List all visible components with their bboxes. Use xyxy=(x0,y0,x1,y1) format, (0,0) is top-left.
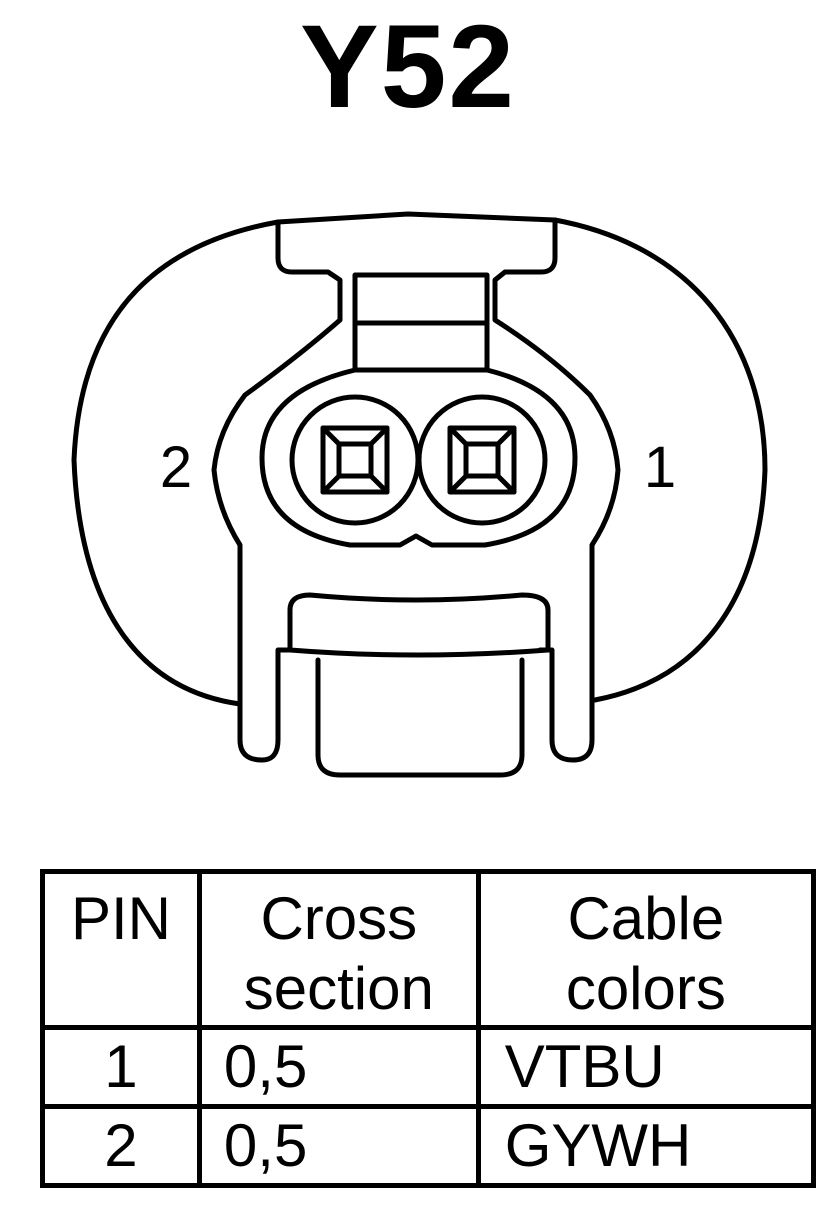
pin-cavity-1 xyxy=(416,394,548,526)
header-cable-colors: Cable colors xyxy=(475,869,816,1030)
latch-tab xyxy=(211,219,343,763)
pin-label-right: 1 xyxy=(644,435,676,500)
pin-assignment-table: PIN Cross section Cable colors 1 0,5 VTB… xyxy=(40,869,816,1188)
lower-key xyxy=(287,592,551,658)
cavity-outer xyxy=(259,367,578,548)
pin-label-left: 2 xyxy=(160,435,192,500)
table-row: 2 0,5 GYWH xyxy=(40,1104,816,1188)
connector-face-diagram: 2 1 xyxy=(71,211,768,778)
housing-outline xyxy=(71,211,768,707)
pin-cavity-2 xyxy=(289,394,421,526)
cell-cable-color: VTBU xyxy=(475,1025,816,1109)
cell-cable-color: GYWH xyxy=(475,1104,816,1188)
cell-cross-section: 0,5 xyxy=(196,1025,481,1109)
header-cross-section: Cross section xyxy=(196,869,481,1030)
table-row: 1 0,5 VTBU xyxy=(40,1025,816,1109)
connector-title: Y52 xyxy=(300,1,516,133)
header-pin: PIN xyxy=(40,869,202,1030)
table-header-row: PIN Cross section Cable colors xyxy=(40,869,816,1030)
cell-pin: 1 xyxy=(40,1025,202,1109)
cell-pin: 2 xyxy=(40,1104,202,1188)
cell-cross-section: 0,5 xyxy=(196,1104,481,1188)
